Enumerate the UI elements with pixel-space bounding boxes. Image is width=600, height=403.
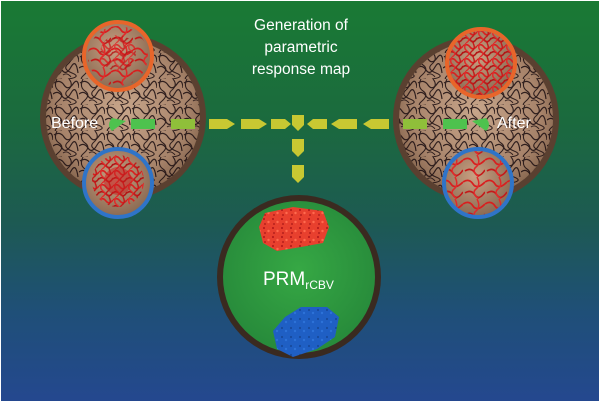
- prm-increase-region: [259, 207, 329, 251]
- before-inset-blue: [82, 147, 154, 219]
- before-tissue-disc: [40, 34, 206, 200]
- prm-disc: [217, 195, 381, 359]
- prm-label-main: PRM: [263, 269, 306, 290]
- before-inset-orange: [82, 20, 154, 92]
- after-inset-orange: [445, 27, 517, 99]
- after-label: After: [497, 115, 531, 132]
- arrow-right-to-center: [307, 118, 489, 131]
- arrow-left-to-center: [109, 118, 291, 131]
- prm-label-subscript: rCBV: [305, 278, 334, 292]
- prm-decrease-region: [273, 307, 339, 357]
- after-tissue-disc: [393, 36, 559, 202]
- after-inset-blue: [442, 147, 514, 219]
- arrow-down-to-prm: [292, 115, 304, 183]
- prm-label: PRMrCBV: [263, 269, 334, 292]
- title-line-3: response map: [251, 61, 351, 78]
- before-label: Before: [51, 115, 99, 132]
- title-line-1: Generation of: [254, 17, 348, 34]
- title-line-2: parametric: [264, 39, 338, 56]
- diagram-title: Generation of parametric response map: [201, 15, 401, 81]
